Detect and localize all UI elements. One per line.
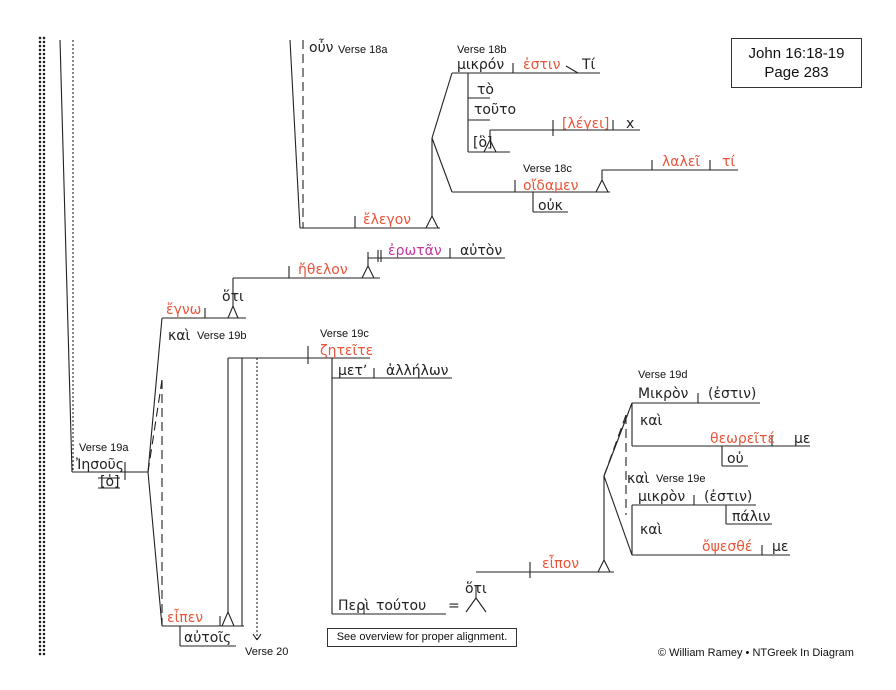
word-opsesthe: ὄψεσθέ [702,539,753,555]
word-egno: ἔγνω [166,302,202,318]
word-estin-19d: (ἐστιν) [708,386,757,402]
word-auton: αὐτὸν [460,243,503,259]
word-touto-18b: τοῦτο [474,102,517,118]
word-hoti-19c: ὅτι [465,581,487,597]
word-to: τὸ [477,82,494,98]
word-ou: οὐ [727,451,744,467]
copyright-credit: © William Ramey • NTGreek In Diagram [658,647,854,659]
word-toutou: τούτου [376,598,427,614]
word-hoti-19a: ὅτι [222,289,244,305]
word-kai-19d1: καὶ [640,413,663,429]
word-mikron-19d: Μικρὸν [638,386,689,402]
word-ti-18c: τί [722,154,736,170]
word-kai-19e0: καὶ [627,471,650,487]
alignment-note: See overview for proper alignment. [327,628,517,647]
word-mikron-18b: μικρόν [457,57,505,73]
word-eipon: εἶπον [542,556,580,572]
word-estin-18b: ἐστιν [523,57,561,73]
verse-18c-label: Verse 18c [523,163,572,175]
word-iesous: Ἰησοῦς [76,457,124,473]
word-equals: = [448,598,460,614]
word-me-19d: με [794,431,811,447]
word-ho-18b: [ὃ] [473,135,493,151]
word-zeteite: ζητεῖτε [320,343,374,359]
word-peri: Περὶ [338,598,370,614]
word-autois: αὐτοῖς [184,630,232,646]
word-legei: [λέγει] [562,116,610,132]
word-x: x [626,116,635,132]
reference-line1: John 16:18-19 [748,45,845,62]
verse-19d-label: Verse 19d [638,369,688,381]
verse-19b-label: Verse 19b [197,330,247,342]
verse-18b-label: Verse 18b [457,44,507,56]
word-ti-18b: Τί [582,57,596,73]
word-ouk: οὐκ [538,198,563,214]
reference-line2: Page 283 [764,64,829,81]
word-ho-19a: [ὁ] [100,474,120,490]
word-estin-19e: (ἐστιν) [704,489,753,505]
verse-19c-label: Verse 19c [320,328,369,340]
word-me-19e: με [772,539,789,555]
word-palin: πάλιν [732,509,771,525]
verse-19a-label: Verse 19a [79,442,129,454]
word-eipen: εἶπεν [167,610,204,626]
word-lalei: λαλεῖ [662,154,701,170]
word-theoreite: θεωρεῖτέ [710,431,776,447]
page-border-dots [38,36,46,656]
verse-20-label: Verse 20 [245,646,289,658]
word-ethelon: ἤθελον [298,262,348,278]
word-erotan: ἐρωτᾶν [388,243,442,259]
word-mikron-19e: μικρὸν [638,489,686,505]
word-oidamen: οἴδαμεν [523,178,579,194]
word-met: μετʼ [338,363,368,379]
verse-18a-label: Verse 18a [338,44,388,56]
verse-19e-label: Verse 19e [656,473,706,485]
word-allelon: ἀλλήλων [386,363,449,379]
word-oun: οὖν [309,40,334,56]
word-kai-19b: καὶ [168,328,191,344]
reference-box: John 16:18-19 Page 283 [731,38,862,88]
word-elegon: ἔλεγον [363,212,412,228]
word-kai-19e1: καὶ [640,522,663,538]
